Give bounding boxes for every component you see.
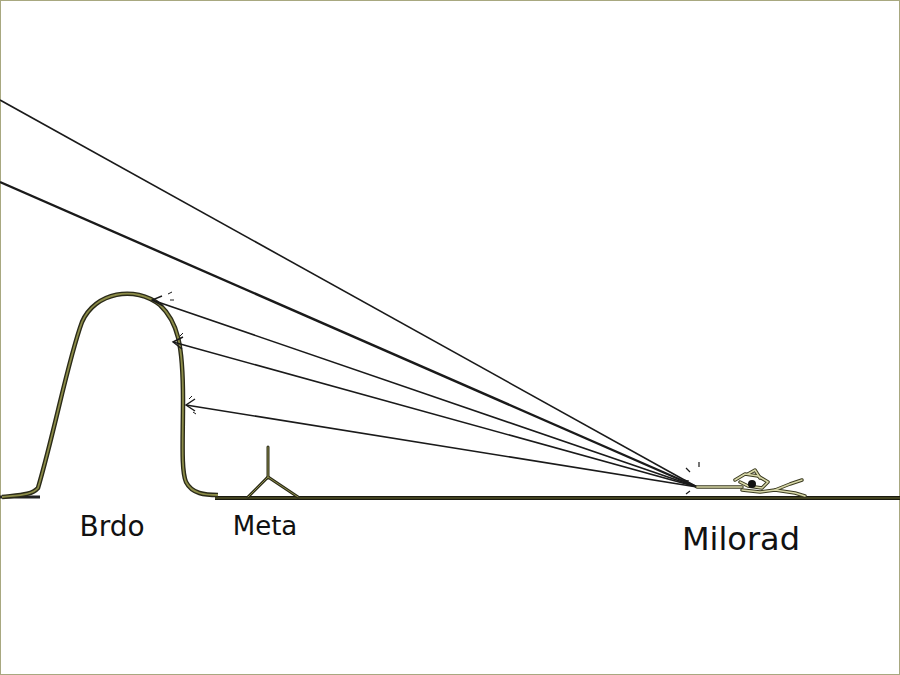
shooter-label: Milorad (682, 522, 800, 557)
target-label: Meta (233, 512, 298, 541)
shooter-figure (697, 470, 805, 496)
ground-line (215, 496, 900, 500)
shot-lines (0, 100, 699, 494)
hill-label: Brdo (79, 512, 144, 543)
target-symbol (248, 447, 298, 497)
hill (2, 294, 218, 497)
ground-line (215, 497, 900, 498)
